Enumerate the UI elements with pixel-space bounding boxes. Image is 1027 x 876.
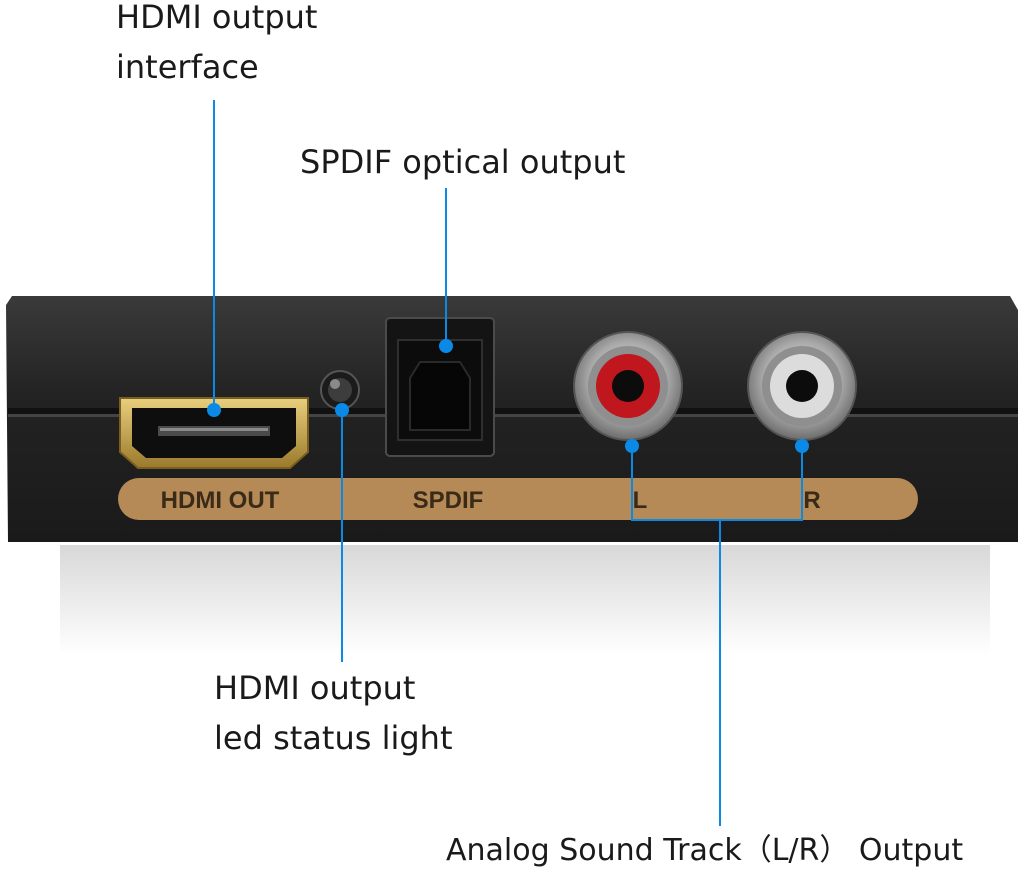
callout-spdif: SPDIF optical output	[300, 137, 625, 187]
leader-rca-bracket	[631, 446, 803, 521]
callout-analog-text: Analog Sound Track（L/R） Output	[446, 833, 964, 868]
panel-label-left: L	[633, 487, 648, 514]
panel-label-spdif: SPDIF	[413, 487, 484, 514]
callout-led-line1: HDMI output	[214, 669, 416, 707]
callout-led-line2: led status light	[214, 719, 453, 757]
leader-lines	[213, 100, 803, 826]
label-strip	[118, 478, 918, 520]
floor-shadow	[60, 545, 990, 655]
panel-label-hdmi: HDMI OUT	[161, 487, 280, 514]
callout-hdmi-line2: interface	[116, 48, 259, 86]
callout-spdif-text: SPDIF optical output	[300, 143, 626, 181]
dot-spdif	[439, 339, 453, 353]
hdmi-port	[119, 397, 309, 469]
leader-dots	[207, 339, 809, 453]
panel-label-right: R	[803, 487, 820, 514]
rca-right-jack	[747, 331, 857, 441]
callout-analog: Analog Sound Track（L/R） Output	[446, 826, 963, 876]
led-light	[320, 370, 360, 410]
callout-led: HDMI output led status light	[214, 663, 452, 763]
dot-hdmi	[207, 403, 221, 417]
dot-led	[335, 403, 349, 417]
callout-hdmi-line1: HDMI output	[116, 0, 318, 36]
dot-rca-right	[795, 439, 809, 453]
callout-hdmi-interface: HDMI output interface	[116, 0, 317, 92]
dot-rca-left	[625, 439, 639, 453]
rca-left-jack	[573, 331, 683, 441]
spdif-port	[385, 317, 495, 457]
